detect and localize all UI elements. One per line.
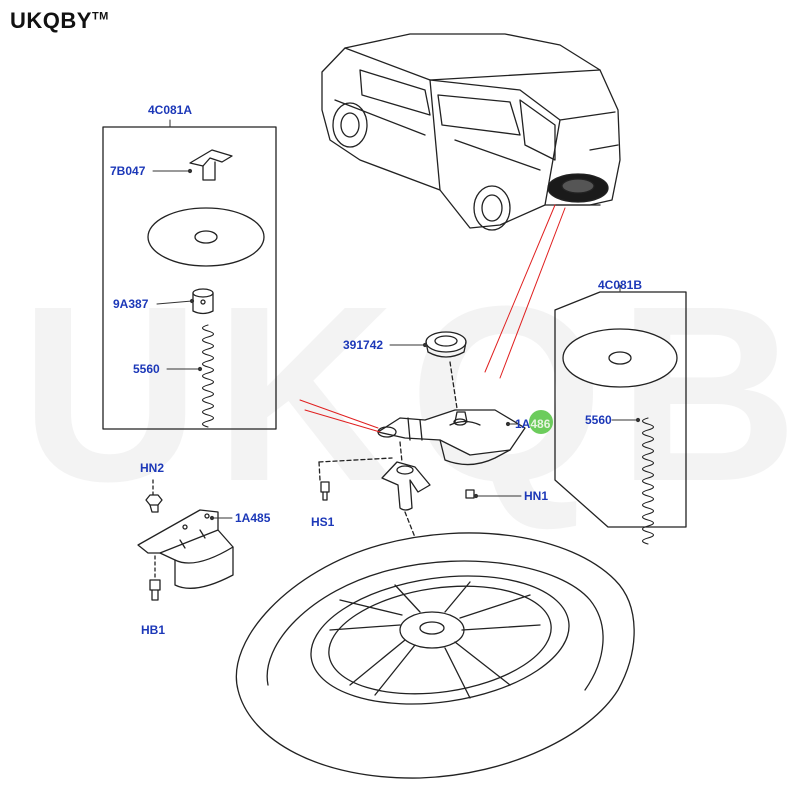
nut-hn1: [465, 489, 475, 499]
label-391742[interactable]: 391742: [343, 338, 384, 352]
cap-391742: [425, 331, 467, 358]
sleeve-9a387: [192, 288, 214, 315]
label-9a387[interactable]: 9A387: [113, 297, 149, 311]
retainer-tube: [381, 461, 431, 511]
label-1a486[interactable]: 1A486: [515, 417, 551, 431]
label-hn2[interactable]: HN2: [140, 461, 165, 475]
spare-wheel: [235, 532, 635, 779]
spring-5560-b: [641, 417, 655, 545]
group-box-4c081a: [102, 126, 277, 430]
label-1a485[interactable]: 1A485: [235, 511, 271, 525]
label-hn1[interactable]: HN1: [524, 489, 549, 503]
bracket-7b047: [189, 149, 233, 181]
brand-logo: UKQBYTM: [10, 8, 109, 33]
label-5560-a[interactable]: 5560: [133, 362, 160, 376]
label-4c081b[interactable]: 4C081B: [597, 278, 643, 292]
winch-1a486: [377, 409, 526, 466]
disc-part-b: [562, 328, 678, 388]
nut-hn2: [145, 494, 163, 513]
disc-part-a: [147, 207, 265, 267]
vehicle-illustration: [321, 33, 621, 231]
label-hs1[interactable]: HS1: [311, 515, 335, 529]
group-box-4c081b: [554, 291, 687, 528]
label-4c081a[interactable]: 4C081A: [147, 103, 193, 117]
bolt-hb1: [149, 579, 161, 601]
bracket-1a485: [137, 509, 234, 589]
spring-5560-a: [201, 324, 215, 428]
highlight-marker: [529, 410, 553, 434]
label-hb1[interactable]: HB1: [141, 623, 166, 637]
label-5560-b[interactable]: 5560: [585, 413, 612, 427]
label-7b047[interactable]: 7B047: [110, 164, 146, 178]
bolt-hs1: [320, 481, 330, 501]
